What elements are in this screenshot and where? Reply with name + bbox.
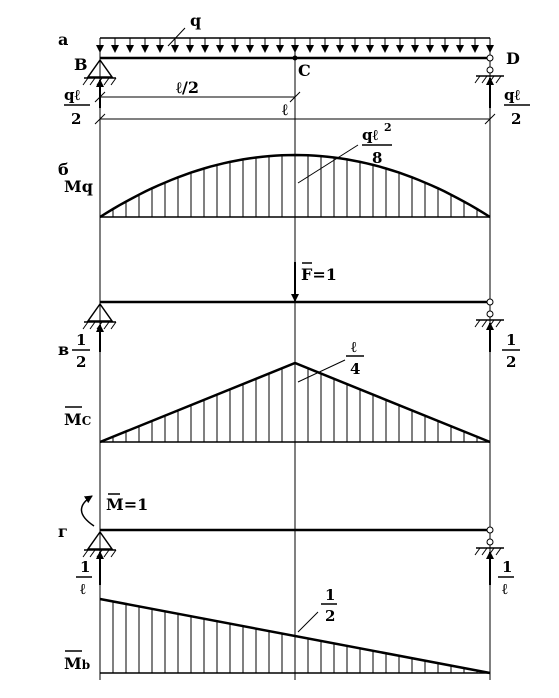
reaction-left-numerator: qℓ	[64, 86, 80, 104]
peak-moment-leader	[297, 359, 346, 383]
mid-moment-numerator: 1	[325, 586, 335, 604]
node-c-point	[292, 55, 298, 61]
load-leader	[167, 27, 186, 47]
panel-g: г M=1 1 ℓ 1 ℓ 1 2	[58, 493, 514, 675]
moment-diagram-c-hatching	[112, 363, 478, 442]
moment-diagram-q-label: Mq	[64, 177, 93, 196]
moment-diagram-q-hatching	[112, 155, 478, 217]
max-moment-exponent: 2	[384, 121, 392, 134]
distributed-load	[96, 38, 494, 53]
moment-diagram-b-hatching	[112, 601, 478, 673]
node-b-label: B	[74, 55, 88, 74]
roller-support-g	[474, 526, 504, 556]
reaction-right-numerator: qℓ	[504, 86, 520, 104]
reaction-right-v-numerator: 1	[506, 331, 516, 349]
reaction-right-g-denominator: ℓ	[502, 580, 508, 598]
panel-a: а q B C D qℓ 2 qℓ	[58, 11, 530, 128]
max-moment-numerator: qℓ	[362, 126, 378, 144]
mid-moment-leader	[297, 611, 319, 633]
reaction-right-g-numerator: 1	[502, 558, 512, 576]
moment-diagram-q-curve	[99, 153, 491, 219]
reaction-left-g-denominator: ℓ	[80, 580, 86, 598]
reaction-left-g-numerator: 1	[80, 558, 90, 576]
dimension-half-label: ℓ/2	[176, 78, 199, 97]
panel-v-letter: в	[58, 340, 69, 359]
reaction-right-denominator: 2	[511, 110, 521, 128]
panel-a-letter: а	[58, 30, 68, 49]
unit-moment-label: M=1	[106, 495, 148, 514]
peak-moment-numerator: ℓ	[351, 338, 357, 356]
pin-support-v	[82, 302, 117, 330]
reaction-right-v-denominator: 2	[506, 353, 516, 371]
dimension-full-label: ℓ	[282, 100, 289, 119]
unit-moment-arrow	[80, 495, 95, 527]
roller-support-a	[474, 54, 504, 84]
moment-diagram-c-label: MC	[64, 410, 91, 429]
max-moment-denominator: 8	[372, 149, 382, 167]
moment-diagram-c-outline	[99, 361, 491, 444]
moment-diagram-b-outline	[99, 597, 491, 675]
node-c-label: C	[298, 61, 311, 80]
unit-force-label: F=1	[301, 265, 337, 284]
panel-g-letter: г	[58, 522, 68, 541]
load-label: q	[190, 11, 201, 30]
peak-moment-denominator: 4	[350, 360, 360, 378]
panel-b: б Mq qℓ 2 8	[58, 121, 491, 219]
max-moment-leader	[297, 144, 359, 184]
reaction-left-v-numerator: 1	[76, 331, 86, 349]
node-d-label: D	[506, 49, 520, 68]
panel-b-letter: б	[58, 160, 69, 179]
moment-diagram-b-label: Mb	[64, 654, 90, 673]
reaction-left-v-denominator: 2	[76, 353, 86, 371]
mid-moment-denominator: 2	[325, 607, 335, 625]
reaction-left-denominator: 2	[71, 110, 81, 128]
panel-v: F=1 в 1 2 1 2 ℓ 4	[58, 262, 520, 444]
